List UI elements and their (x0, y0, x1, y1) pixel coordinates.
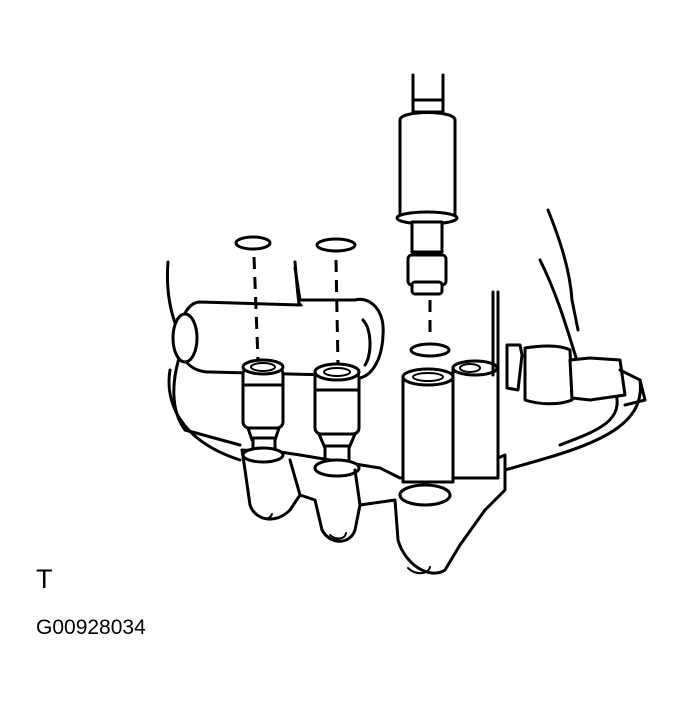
o-rings (234, 235, 451, 358)
installer-tool (395, 73, 459, 296)
o-ring-2 (315, 237, 357, 253)
solenoid-3 (401, 359, 500, 484)
o-ring-1 (234, 235, 272, 251)
vertical-rod (491, 290, 500, 377)
view-label: T (36, 564, 53, 594)
figure-code: G00928034 (36, 616, 146, 639)
solenoid-1 (241, 358, 285, 454)
alignment-lines (252, 256, 432, 366)
solenoid-2 (313, 362, 361, 470)
o-ring-3 (409, 342, 451, 358)
right-connector (505, 343, 647, 407)
left-horizontal-solenoid (171, 266, 385, 380)
housing-outline (165, 208, 642, 482)
